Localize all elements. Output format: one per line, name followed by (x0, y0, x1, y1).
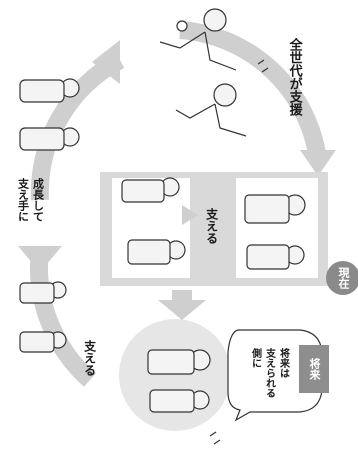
motion-marks (209, 59, 269, 445)
future-note-line3: 側に (249, 348, 261, 368)
left-bottom-figures (19, 281, 67, 353)
label-support-present: 支える (204, 208, 219, 244)
label-grow-line1: 成長して (31, 178, 45, 222)
label-support-all: 全世代が支援 (286, 38, 302, 116)
present-badge: 現在 (326, 261, 358, 295)
small-arrow-panel (182, 205, 198, 225)
cycle-arrowhead-top (92, 40, 120, 84)
future-note-line2: 支えられる (263, 348, 275, 398)
elderly-figures (19, 78, 80, 151)
future-figures (147, 349, 211, 413)
future-badge: 将来 (299, 345, 329, 393)
future-note-line1: 将来は (277, 348, 289, 378)
speech-bubble (227, 329, 323, 422)
cycle-arrowhead-left (18, 246, 62, 272)
future-circle (119, 319, 231, 431)
cycle-arrowhead-right (300, 150, 336, 176)
down-arrow (158, 290, 206, 320)
children-figures (159, 8, 247, 137)
label-support-bottom: 支える (82, 340, 97, 376)
panel-figures (121, 177, 306, 270)
label-grow-line2: 支え手に (16, 178, 30, 222)
